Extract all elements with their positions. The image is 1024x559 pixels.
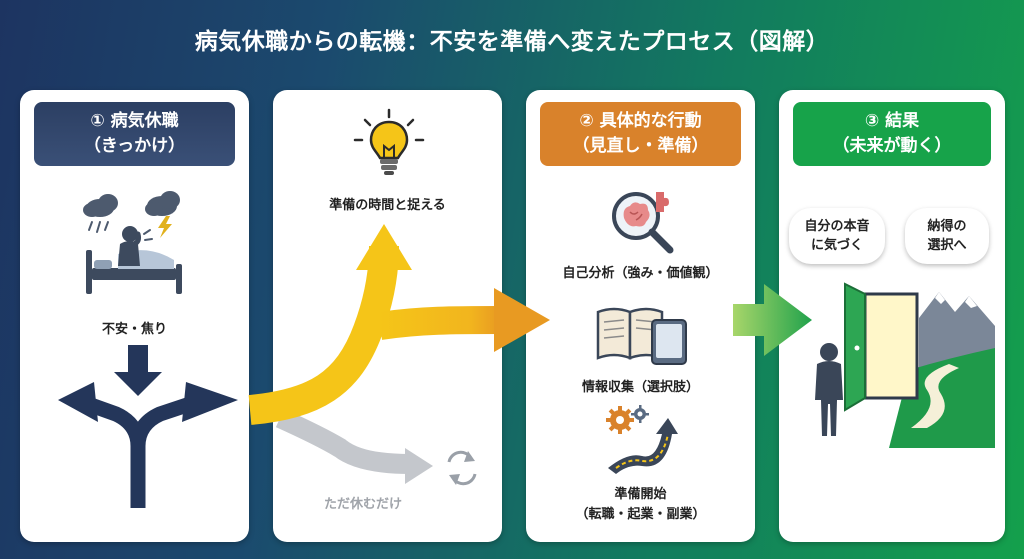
step2-negative-caption: ただ休むだけ [323, 497, 402, 512]
step4-header-title: ③ 結果 [864, 111, 920, 131]
step4-header: ③ 結果 （未来が動く） [793, 102, 991, 166]
page-title: 病気休職からの転機：不安を準備へ変えたプロセス（図解） [194, 29, 830, 55]
step1-header-subtitle: （きっかけ） [83, 136, 186, 156]
person-open-door-landscape-icon [815, 282, 995, 448]
bubble1-line2: に気づく [810, 238, 863, 253]
panel-step2-turning-point: 準備の時間と捉える ただ休むだけ [273, 90, 502, 542]
lightbulb-icon [353, 108, 425, 175]
step3-action-start-options: （転職・起業・副業） [575, 507, 706, 522]
panel-step4-result: ③ 結果 （未来が動く） 自分の本音 に気づく 納得の 選択へ [779, 90, 1005, 542]
step3-action-self-analysis: 自己分析（強み・価値観） [562, 266, 719, 281]
step2-positive-caption: 準備の時間と捉える [329, 198, 446, 213]
step3-header: ② 具体的な行動 （見直し・準備） [540, 102, 741, 166]
worried-person-in-bed-icon [83, 191, 182, 294]
step3-action-research: 情報収集（選択肢） [581, 380, 699, 395]
magnifier-brain-icon [612, 192, 674, 254]
bubble2-line2: 選択へ [927, 238, 967, 253]
gears-road-arrow-icon [606, 405, 678, 474]
bubble1-line1: 自分の本音 [804, 219, 870, 234]
step1-header: ① 病気休職 （きっかけ） [34, 102, 235, 166]
result-bubble-satisfied-choice: 納得の 選択へ [905, 208, 989, 264]
panel-step3-actions: ② 具体的な行動 （見直し・準備） 自己分析（強み・価値観） 情報収集（選択肢） [526, 90, 755, 542]
step1-header-title: ① 病気休職 [90, 111, 179, 131]
step4-header-subtitle: （未来が動く） [832, 136, 952, 156]
step1-caption-anxiety: 不安・焦り [101, 322, 167, 337]
bubble2-line1: 納得の [927, 219, 967, 234]
book-tablet-icon [596, 307, 687, 365]
step3-header-subtitle: （見直し・準備） [572, 136, 709, 156]
step3-action-start-label: 準備開始 [614, 487, 667, 502]
panel-step1-trigger: ① 病気休職 （きっかけ） 不安・焦り [20, 90, 249, 542]
result-bubble-true-feelings: 自分の本音 に気づく [789, 208, 885, 264]
step3-header-title: ② 具体的な行動 [579, 111, 702, 131]
